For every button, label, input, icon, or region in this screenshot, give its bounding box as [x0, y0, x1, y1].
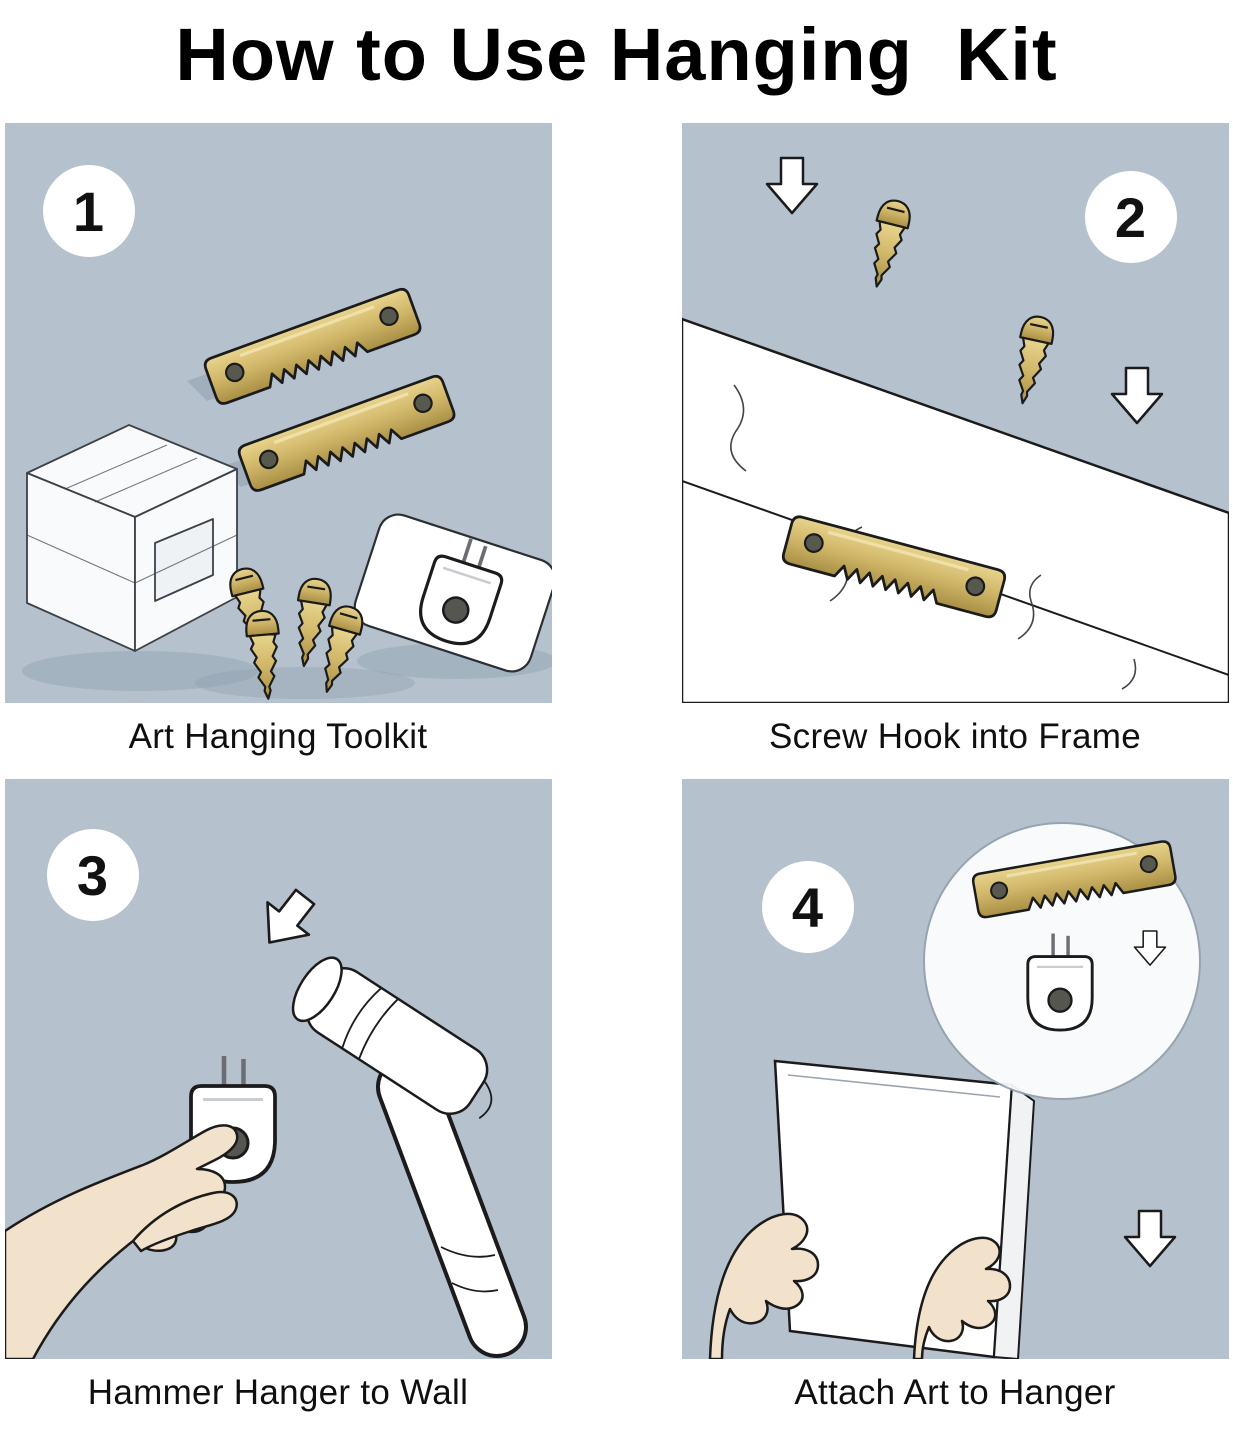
arrow-down-icon	[765, 156, 818, 215]
shadow	[194, 667, 415, 699]
step-caption: Attach Art to Hanger	[794, 1373, 1116, 1412]
screw-icon	[859, 196, 915, 292]
arrow-down-icon	[1110, 366, 1163, 425]
step-number-badge: 1	[42, 165, 135, 257]
hammer-scene	[4, 879, 528, 1359]
sawtooth-hanger-icon	[200, 285, 424, 408]
step-1-illustration: 1	[4, 123, 552, 703]
page-title: How to Use Hanging Kit	[175, 13, 1058, 96]
hand-icon	[4, 1124, 238, 1359]
step-panel-1: 1 Art Hanging Toolkit	[4, 123, 552, 757]
step-number-badge: 3	[46, 829, 139, 921]
arrow-down-icon	[1123, 1209, 1176, 1268]
hammer-icon	[291, 956, 528, 1358]
toolkit-scene	[21, 285, 552, 702]
step-number: 3	[76, 843, 109, 907]
right-hand-icon	[912, 1236, 1011, 1359]
plastic-hanger-icon	[353, 513, 552, 673]
sawtooth-hanger-icon	[234, 372, 458, 495]
step-panel-4: 4 Attach Art to Hanger	[681, 779, 1229, 1413]
attach-scene	[708, 822, 1201, 1359]
step-number-badge: 2	[1084, 171, 1177, 263]
frame-scene	[681, 156, 1229, 703]
toolkit-box-icon	[25, 424, 238, 652]
step-panel-3: 3 Hammer Hanger to Wall	[4, 779, 552, 1413]
step-number-badge: 4	[761, 861, 854, 953]
step-number: 2	[1114, 185, 1147, 249]
step-caption: Screw Hook into Frame	[769, 717, 1141, 756]
step-caption: Hammer Hanger to Wall	[87, 1373, 469, 1412]
step-2-illustration: 2	[681, 123, 1229, 703]
step-number: 1	[72, 179, 105, 243]
steps-grid: 1 Art Hanging Toolkit	[0, 123, 1233, 1413]
left-hand-icon	[708, 1212, 819, 1359]
step-4-illustration: 4	[681, 779, 1229, 1359]
step-3-illustration: 3	[4, 779, 552, 1359]
step-number: 4	[791, 875, 824, 939]
step-panel-2: 2 Screw Hook into Frame	[681, 123, 1229, 757]
screw-icon	[1005, 312, 1058, 408]
shadow	[21, 651, 258, 691]
step-caption: Art Hanging Toolkit	[128, 717, 428, 756]
arrow-down-icon	[246, 879, 327, 960]
